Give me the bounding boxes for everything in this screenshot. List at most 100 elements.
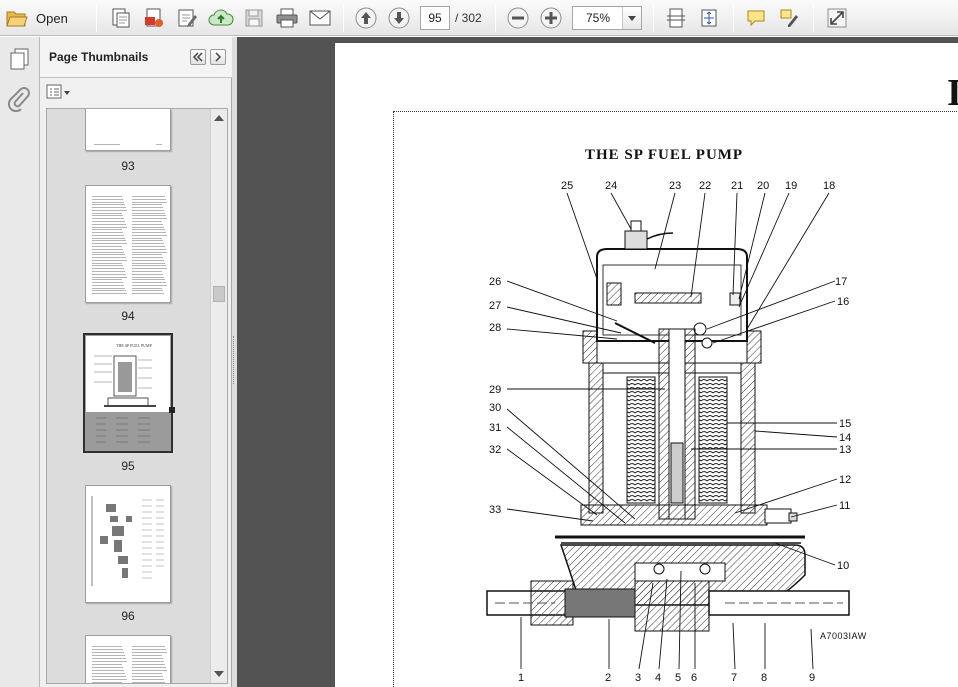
upload-button[interactable] (207, 5, 235, 31)
email-button[interactable] (306, 5, 334, 31)
thumbnail-scrollbar[interactable] (210, 109, 227, 683)
scroll-up-icon[interactable] (214, 115, 224, 121)
thumbnail-page-97[interactable] (85, 635, 171, 683)
highlight-button[interactable] (776, 5, 802, 31)
open-button[interactable]: Open (6, 5, 80, 31)
panel-title: Page Thumbnails (49, 50, 149, 64)
scroll-down-icon[interactable] (214, 671, 224, 677)
thumbnail-page-94[interactable] (85, 185, 171, 303)
callout-1: 1 (518, 672, 524, 684)
callout-13: 13 (839, 444, 851, 456)
double-chevron-left-icon (192, 52, 203, 62)
zoom-select[interactable]: 75% (572, 6, 642, 30)
comment-button[interactable] (743, 5, 769, 31)
callout-32: 32 (489, 444, 501, 456)
callout-26: 26 (489, 276, 501, 288)
previous-page-button[interactable] (353, 5, 379, 31)
page-header-letter: I (947, 72, 958, 114)
highlighter-pen-icon (780, 9, 798, 27)
collapse-panel-button[interactable] (190, 49, 206, 65)
thumbnail-label: 93 (121, 159, 135, 173)
save-button[interactable] (241, 5, 267, 31)
thumbnail-selection (83, 333, 175, 453)
edit-document-icon (178, 9, 197, 27)
callout-31: 31 (489, 422, 501, 434)
callout-22: 22 (699, 180, 711, 192)
expand-panel-button[interactable] (210, 49, 226, 65)
callout-24: 24 (605, 180, 617, 192)
callout-4: 4 (655, 672, 661, 684)
scrollbar-thumb[interactable] (213, 286, 225, 302)
callout-23: 23 (669, 180, 681, 192)
callout-18: 18 (823, 180, 835, 192)
arrow-up-icon (355, 7, 377, 29)
callout-16: 16 (837, 296, 849, 308)
figure-reference: A7003IAW (820, 631, 867, 641)
attachments-toggle[interactable] (7, 87, 31, 116)
zoom-value: 75% (585, 11, 611, 25)
scrolling-mode-icon (667, 8, 685, 28)
pages-icon (10, 48, 29, 70)
zoom-in-button[interactable] (538, 5, 564, 31)
callout-9: 9 (809, 672, 815, 684)
thumbnails-panel: Page Thumbnails (40, 37, 232, 687)
open-label: Open (36, 10, 68, 26)
chevron-right-icon (215, 52, 222, 62)
paperclip-icon (7, 87, 30, 113)
navigation-rail (0, 37, 40, 687)
create-pdf-icon (112, 8, 130, 28)
callout-2: 2 (605, 672, 611, 684)
fuel-pump-cross-section: 2524232221201918262728293031323317161514… (486, 180, 851, 684)
minus-circle-icon (507, 7, 529, 29)
svg-text:THE SP FUEL PUMP: THE SP FUEL PUMP (116, 343, 153, 348)
pdf-file-icon (145, 8, 163, 27)
speech-bubble-icon (747, 10, 765, 27)
next-page-button[interactable] (386, 5, 412, 31)
document-view[interactable]: I THE SP FUEL PUMP (237, 37, 958, 687)
chevron-down-icon[interactable] (622, 7, 641, 29)
thumbnail-list[interactable]: 93 94 THE SP FUEL PUMP (46, 108, 228, 684)
printer-icon (276, 8, 298, 28)
callout-30: 30 (489, 402, 501, 414)
callout-7: 7 (731, 672, 737, 684)
callout-33: 33 (489, 504, 501, 516)
fit-page-button[interactable] (696, 5, 722, 31)
thumbnail-page-93[interactable] (85, 109, 171, 151)
figure-title: THE SP FUEL PUMP (585, 147, 744, 163)
callout-12: 12 (839, 474, 851, 486)
print-button[interactable] (273, 5, 301, 31)
callout-6: 6 (691, 672, 697, 684)
fit-width-button[interactable] (663, 5, 689, 31)
fullscreen-button[interactable] (824, 5, 850, 31)
thumbnails-toggle[interactable] (9, 47, 31, 74)
callout-11: 11 (839, 500, 850, 512)
callout-28: 28 (489, 322, 501, 334)
combine-button[interactable] (141, 5, 167, 31)
panel-splitter[interactable] (232, 37, 237, 687)
thumbnail-page-95[interactable]: THE SP FUEL PUMP (85, 335, 171, 451)
folder-open-icon (6, 11, 28, 27)
thumbnail-options-button[interactable] (46, 83, 72, 101)
callout-8: 8 (761, 672, 767, 684)
figure-frame (393, 111, 958, 687)
options-menu-icon (46, 84, 70, 99)
callout-19: 19 (785, 180, 797, 192)
edit-button[interactable] (174, 5, 200, 31)
pdf-page: I THE SP FUEL PUMP (335, 43, 958, 687)
zoom-out-button[interactable] (505, 5, 531, 31)
callout-15: 15 (839, 418, 851, 430)
fit-page-icon (701, 9, 717, 27)
callout-5: 5 (675, 672, 681, 684)
page-number-input[interactable]: 95 (420, 6, 450, 30)
thumbnail-figure-preview: THE SP FUEL PUMP (86, 343, 170, 450)
callout-17: 17 (835, 276, 847, 288)
thumbnail-diagram-preview (91, 496, 164, 586)
thumbnail-label: 94 (121, 309, 135, 323)
create-button[interactable] (108, 5, 134, 31)
thumbnail-page-96[interactable] (85, 485, 171, 603)
panel-header: Page Thumbnails (40, 37, 232, 78)
save-disk-icon (245, 9, 263, 27)
callout-29: 29 (489, 384, 501, 396)
callout-14: 14 (839, 432, 851, 444)
